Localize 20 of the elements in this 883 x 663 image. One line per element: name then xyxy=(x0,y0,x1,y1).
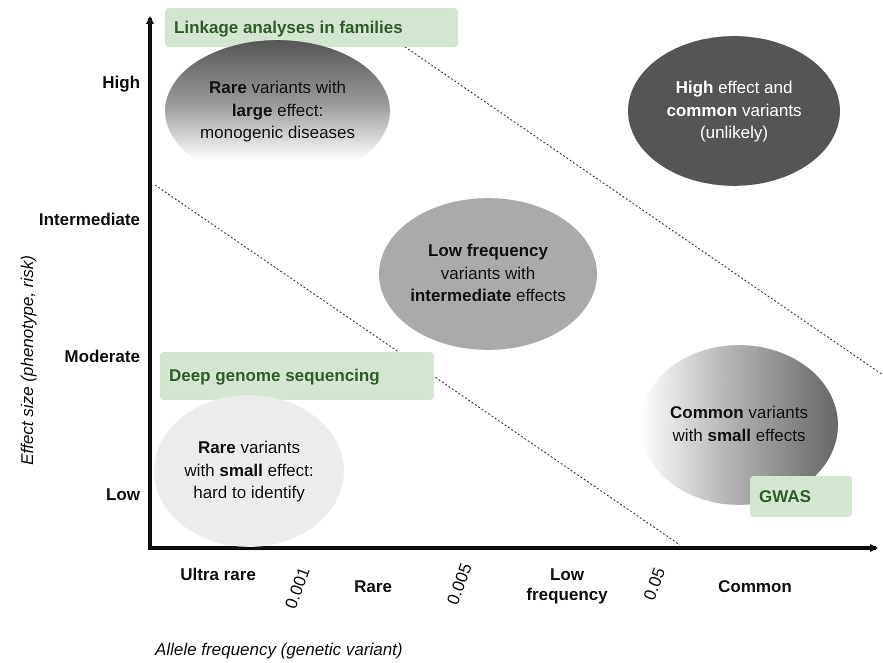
category-label: Ultra rare xyxy=(180,565,256,585)
ellipse-text: Rare variants with large effect: monogenic diseases xyxy=(199,76,356,144)
axis-title: Effect size (phenotype, risk) xyxy=(18,254,38,467)
ellipse-text: High effect and common variants (unlikely) xyxy=(665,76,803,144)
tick-label: 0.005 xyxy=(442,560,477,610)
axis-title: Allele frequency (genetic variant) xyxy=(155,640,404,660)
tick-label: 0.001 xyxy=(280,564,315,614)
method-tag: GWAS xyxy=(750,476,852,517)
method-tag: Deep genome sequencing xyxy=(160,352,434,400)
axis-tick-label: High xyxy=(101,73,140,93)
tick-label: 0.05 xyxy=(638,564,670,605)
category-label: Low frequency xyxy=(525,565,609,605)
axis-tick-label: Intermediate xyxy=(38,210,140,230)
ellipse-text: Common variants with small effects xyxy=(669,402,809,447)
ellipse-text: Low frequency variants with intermediate effects xyxy=(410,240,566,308)
category-label: Common xyxy=(717,577,793,597)
axis-tick-label: Low xyxy=(105,485,140,505)
category-label: Rare xyxy=(353,577,393,597)
ellipse-text: Rare variants with small effect: hard to identify xyxy=(183,436,315,504)
method-tag: Linkage analyses in families xyxy=(165,8,458,47)
